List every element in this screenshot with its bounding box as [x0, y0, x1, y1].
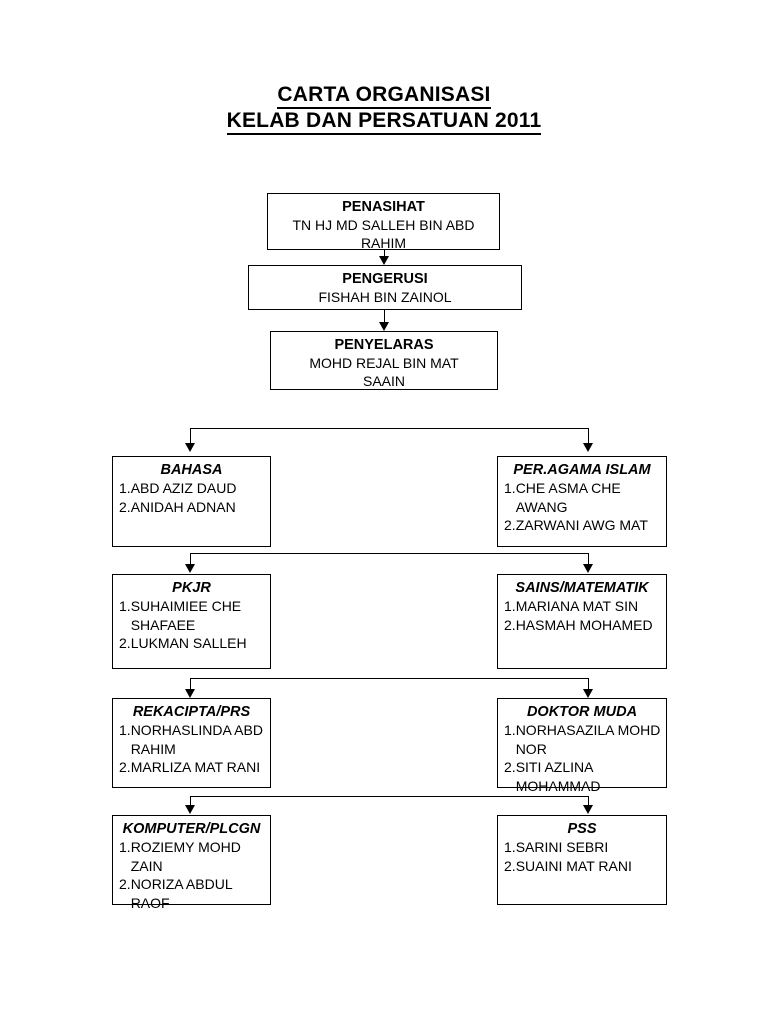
list-item: 2.SUAINI MAT RANI — [504, 857, 632, 874]
list-item: 2.ANIDAH ADNAN — [119, 498, 236, 515]
title-line-1: CARTA ORGANISASI — [0, 82, 768, 109]
node-rekacipta-prs-members: 1.NORHASLINDA ABD RAHIM 2.MARLIZA MAT RA… — [113, 721, 270, 777]
node-penasihat: PENASIHAT TN HJ MD SALLEH BIN ABD RAHIM — [267, 193, 500, 251]
bus-row-1-right-drop — [588, 428, 589, 446]
bus-row-4-right-drop — [588, 796, 589, 808]
node-komputer-plcgn: KOMPUTER/PLCGN 1.ROZIEMY MOHD ZAIN 2.NOR… — [112, 815, 271, 911]
node-komputer-plcgn-title: KOMPUTER/PLCGN — [122, 821, 261, 837]
node-sains-matematik-title: SAINS/MATEMATIK — [515, 580, 649, 596]
list-item: 1.MARIANA MAT SIN — [504, 598, 639, 614]
arrowhead-rekacipta-prs — [185, 689, 195, 698]
list-item: 1.CHE ASMA CHE AWANG — [504, 480, 621, 515]
node-penyelaras-name-line2: SAAIN — [362, 373, 405, 389]
bus-row-2-left-drop — [190, 553, 191, 567]
node-pss-title: PSS — [567, 821, 597, 837]
node-pss-members: 1.SARINI SEBRI 2.SUAINI MAT RANI — [498, 838, 666, 875]
arrowhead-komputer-plcgn — [185, 805, 195, 814]
list-item: 1.SARINI SEBRI — [504, 839, 609, 855]
node-penyelaras: PENYELARAS MOHD REJAL BIN MAT SAAIN — [270, 331, 498, 390]
node-per-agama-islam-members: 1.CHE ASMA CHE AWANG 2.ZARWANI AWG MAT — [498, 479, 666, 535]
node-per-agama-islam-title: PER.AGAMA ISLAM — [513, 462, 651, 478]
list-item: 2.MARLIZA MAT RANI — [119, 759, 261, 775]
arrowhead-sains-matematik — [583, 564, 593, 573]
title-line-2: KELAB DAN PERSATUAN 2011 — [0, 108, 768, 135]
list-item: 2.SITI AZLINA MOHAMMAD — [504, 759, 601, 794]
node-pkjr-members: 1.SUHAIMIEE CHE SHAFAEE 2.LUKMAN SALLEH — [113, 597, 270, 653]
node-per-agama-islam: PER.AGAMA ISLAM 1.CHE ASMA CHE AWANG 2.Z… — [497, 456, 667, 547]
list-item: 2.LUKMAN SALLEH — [119, 635, 247, 651]
list-item: 1.NORHASAZILA MOHD NOR — [504, 722, 661, 757]
list-item: 1.NORHASLINDA ABD RAHIM — [119, 722, 263, 757]
list-item: 1.SUHAIMIEE CHE SHAFAEE — [119, 598, 242, 633]
list-item: 2.NORIZA ABDUL RAOF — [119, 876, 233, 911]
bus-row-3 — [190, 678, 588, 679]
list-item: 1.ABD AZIZ DAUD — [119, 480, 237, 496]
node-rekacipta-prs: REKACIPTA/PRS 1.NORHASLINDA ABD RAHIM 2.… — [112, 698, 271, 788]
arrowhead-pengerusi — [379, 256, 389, 265]
node-doktor-muda: DOKTOR MUDA 1.NORHASAZILA MOHD NOR 2.SIT… — [497, 698, 667, 794]
node-bahasa-members: 1.ABD AZIZ DAUD 2.ANIDAH ADNAN — [113, 479, 270, 516]
list-item: 2.HASMAH MOHAMED — [504, 616, 653, 633]
node-doktor-muda-members: 1.NORHASAZILA MOHD NOR 2.SITI AZLINA MOH… — [498, 721, 666, 795]
node-rekacipta-prs-title: REKACIPTA/PRS — [132, 704, 251, 720]
connector-penasihat-pengerusi — [384, 250, 385, 258]
node-pengerusi-name-line1: FISHAH BIN ZAINOL — [318, 289, 452, 305]
node-bahasa-title: BAHASA — [160, 462, 223, 478]
node-pkjr-title: PKJR — [172, 580, 211, 596]
arrowhead-penyelaras — [379, 322, 389, 331]
node-pengerusi: PENGERUSI FISHAH BIN ZAINOL — [248, 265, 522, 310]
node-pss: PSS 1.SARINI SEBRI 2.SUAINI MAT RANI — [497, 815, 667, 905]
connector-pengerusi-penyelaras — [384, 310, 385, 326]
bus-row-3-left-drop — [190, 678, 191, 692]
arrowhead-per-agama-islam — [583, 443, 593, 452]
node-komputer-plcgn-members: 1.ROZIEMY MOHD ZAIN 2.NORIZA ABDUL RAOF — [113, 838, 270, 912]
list-item: 1.ROZIEMY MOHD ZAIN — [119, 839, 241, 874]
node-penasihat-name-line1: TN HJ MD SALLEH BIN ABD — [292, 217, 475, 233]
node-sains-matematik-members: 1.MARIANA MAT SIN 2.HASMAH MOHAMED — [498, 597, 666, 634]
bus-row-4-left-drop — [190, 796, 191, 808]
bus-row-2 — [190, 553, 588, 554]
bus-row-4 — [190, 796, 588, 797]
node-pkjr: PKJR 1.SUHAIMIEE CHE SHAFAEE 2.LUKMAN SA… — [112, 574, 271, 669]
node-pengerusi-role: PENGERUSI — [342, 271, 428, 287]
node-doktor-muda-title: DOKTOR MUDA — [526, 704, 638, 720]
node-penyelaras-role: PENYELARAS — [334, 337, 434, 353]
bus-row-1-left-drop — [190, 428, 191, 446]
node-penyelaras-name-line1: MOHD REJAL BIN MAT — [309, 355, 459, 371]
page-title: CARTA ORGANISASI KELAB DAN PERSATUAN 201… — [0, 82, 768, 135]
node-bahasa: BAHASA 1.ABD AZIZ DAUD 2.ANIDAH ADNAN — [112, 456, 271, 547]
arrowhead-pkjr — [185, 564, 195, 573]
arrowhead-pss — [583, 805, 593, 814]
bus-row-2-right-drop — [588, 553, 589, 567]
node-sains-matematik: SAINS/MATEMATIK 1.MARIANA MAT SIN 2.HASM… — [497, 574, 667, 669]
node-penasihat-role: PENASIHAT — [342, 199, 425, 215]
arrowhead-bahasa — [185, 443, 195, 452]
node-penasihat-name-line2: RAHIM — [360, 235, 407, 251]
bus-row-1 — [190, 428, 588, 429]
list-item: 2.ZARWANI AWG MAT — [504, 517, 648, 533]
bus-row-3-right-drop — [588, 678, 589, 692]
arrowhead-doktor-muda — [583, 689, 593, 698]
